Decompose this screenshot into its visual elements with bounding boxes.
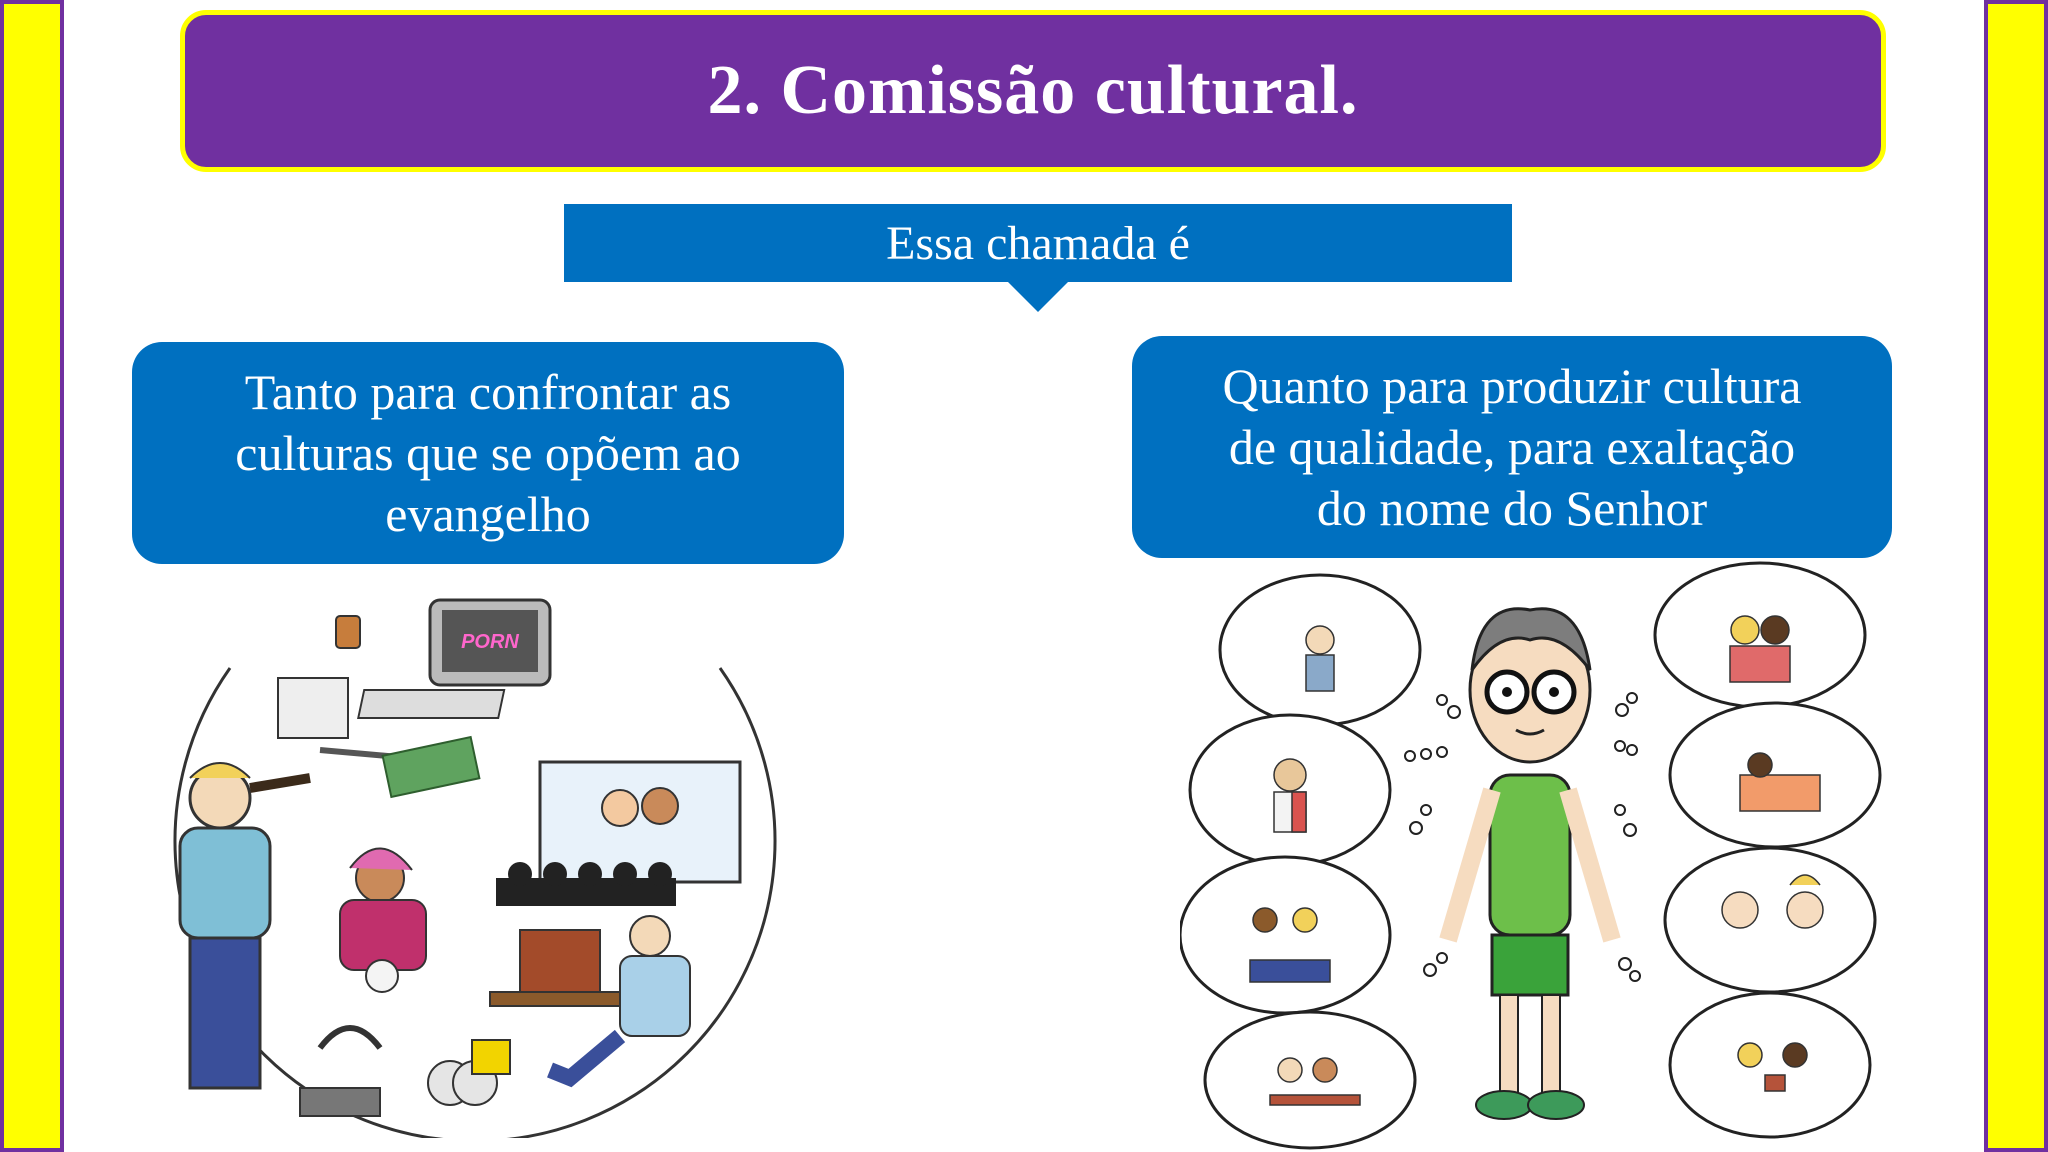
money-icon [381, 735, 481, 799]
callout-text: Essa chamada é [886, 216, 1190, 270]
computer-icon: PORN [357, 598, 552, 719]
thought-bubble-hug [1653, 561, 1867, 709]
produce-line-2: de qualidade, para exaltação [1228, 418, 1796, 475]
right-frame-bar [1984, 0, 2048, 1152]
thought-bubble-friendship [1203, 1010, 1417, 1150]
slide-title: 2. Comissão cultural. [707, 52, 1359, 129]
confront-cultures-box: Tanto para confrontar as culturas que se… [132, 342, 844, 564]
boy-figure-icon [1439, 607, 1621, 1120]
confront-line-3: evangelho [385, 485, 591, 542]
seated-person-icon [547, 915, 691, 1088]
drinking-person-icon [178, 762, 311, 1090]
confront-line-2: culturas que se opõem ao [235, 424, 741, 481]
produce-culture-box: Quanto para produzir cultura de qualidad… [1132, 336, 1892, 558]
callout-arrow-icon [1008, 282, 1068, 312]
cinema-icon [496, 760, 742, 906]
callout-box: Essa chamada é [564, 204, 1512, 282]
pill-bottle-icon [335, 615, 361, 649]
screen-label: PORN [461, 631, 519, 653]
left-frame-bar [0, 0, 64, 1152]
produce-line-1: Quanto para produzir cultura [1222, 357, 1802, 414]
negative-culture-illustration: PORN [173, 598, 777, 1138]
thought-bubble-gift [1668, 991, 1872, 1139]
fortune-teller-icon [339, 847, 427, 993]
confront-line-1: Tanto para confrontar as [244, 363, 732, 420]
thought-bubble-prayer [1663, 846, 1877, 994]
produce-line-3: do nome do Senhor [1316, 479, 1708, 536]
good-culture-illustration [1180, 561, 1882, 1150]
music-media-icon [299, 1025, 511, 1117]
title-banner: 2. Comissão cultural. [180, 10, 1886, 172]
thought-bubble-sharing [1180, 855, 1392, 1015]
tv-icon [489, 929, 631, 1007]
bag-icon [277, 677, 349, 739]
